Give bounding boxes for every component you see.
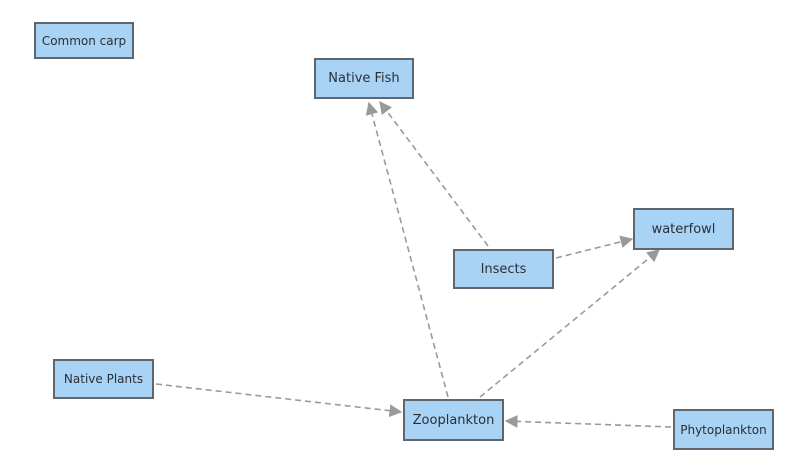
node-insects[interactable]: Insects (453, 249, 554, 289)
edge-insects-to-waterfowl[interactable] (555, 235, 634, 259)
node-waterfowl[interactable]: waterfowl (633, 208, 734, 250)
node-label: Native Fish (328, 71, 400, 86)
node-native-plants[interactable]: Native Plants (53, 359, 154, 399)
node-label: Common carp (41, 33, 127, 48)
node-label: waterfowl (651, 221, 716, 237)
edge-insects-to-native-fish[interactable] (379, 100, 489, 247)
node-label: Native Plants (63, 372, 144, 386)
node-zooplankton[interactable]: Zooplankton (403, 399, 504, 441)
node-label: Insects (480, 261, 527, 277)
node-common-carp[interactable]: Common carp (34, 22, 134, 59)
edge-native-plants-to-zooplankton[interactable] (155, 383, 403, 418)
edge-zooplankton-to-waterfowl[interactable] (479, 249, 660, 398)
node-native-fish[interactable]: Native Fish (314, 58, 414, 99)
node-phytoplankton[interactable]: Phytoplankton (673, 409, 774, 450)
edge-phytoplankton-to-zooplankton[interactable] (504, 415, 672, 428)
edge-zooplankton-to-native-fish[interactable] (365, 101, 449, 398)
node-label: Phytoplankton (680, 422, 767, 437)
node-label: Zooplankton (412, 412, 495, 428)
